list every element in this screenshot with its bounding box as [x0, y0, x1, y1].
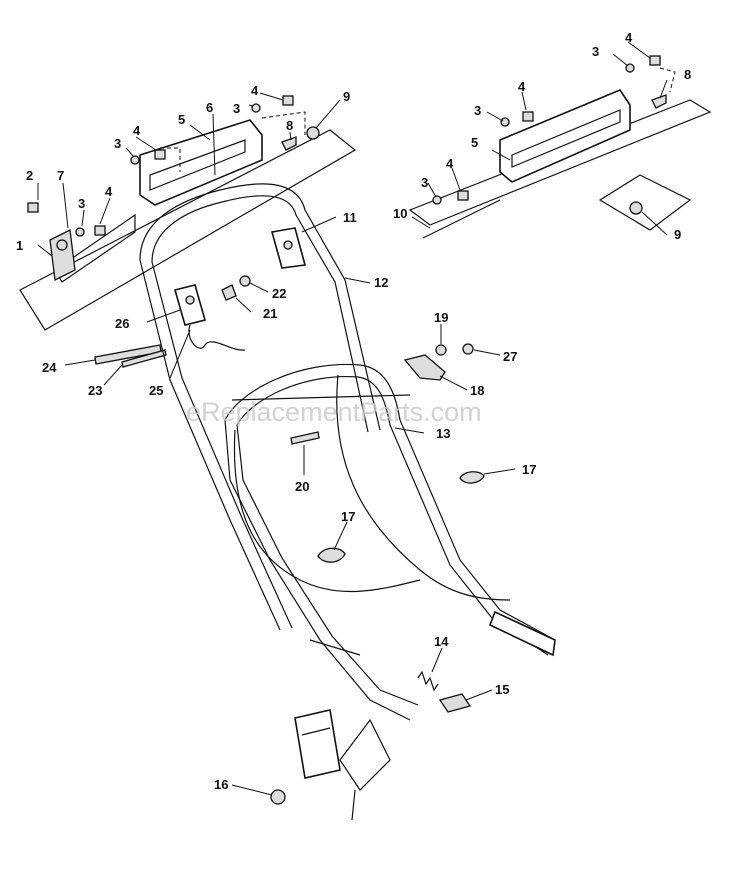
- clip-part-8b: [651, 94, 667, 109]
- callout-7: 7: [57, 168, 64, 183]
- callout-8b: 8: [684, 67, 691, 82]
- callout-6: 6: [206, 100, 213, 115]
- callout-2: 2: [26, 168, 33, 183]
- callout-4e: 4: [518, 79, 526, 94]
- callout-17b: 17: [341, 509, 355, 524]
- locknut-part-9b: [629, 201, 643, 215]
- spring-part-14: [417, 670, 439, 692]
- callout-10: 10: [393, 206, 407, 221]
- callout-4d: 4: [625, 30, 633, 45]
- callout-3e: 3: [474, 103, 481, 118]
- callout-5b: 5: [471, 135, 478, 150]
- upper-handle-part-12: [139, 183, 381, 631]
- bracket-part-16-assembly: [294, 709, 391, 821]
- callout-4a: 4: [105, 184, 113, 199]
- callout-20: 20: [295, 479, 309, 494]
- control-cable-2: [336, 374, 511, 601]
- callout-17a: 17: [522, 462, 536, 477]
- callout-12: 12: [374, 275, 388, 290]
- callout-9a: 9: [343, 89, 350, 104]
- callout-3f: 3: [421, 175, 428, 190]
- screw-part-3b: [130, 155, 140, 165]
- bracket-part-1: [49, 229, 76, 281]
- watermark: eReplacementParts.com: [186, 397, 482, 427]
- locknut-part-9a: [306, 126, 320, 140]
- callout-4c: 4: [251, 83, 259, 98]
- callout-9b: 9: [674, 227, 681, 242]
- rod-part-10: [422, 199, 501, 239]
- callout-3c: 3: [233, 101, 240, 116]
- callout-26: 26: [115, 316, 129, 331]
- callout-3b: 3: [114, 136, 121, 151]
- leader-lines: [37, 41, 668, 796]
- bolt-part-20: [290, 431, 320, 445]
- callout-23: 23: [88, 383, 102, 398]
- nut-part-4c: [282, 95, 294, 106]
- control-cable: [233, 429, 421, 593]
- clip-part-17b: [317, 547, 346, 563]
- screw-part-3a: [75, 227, 85, 237]
- washer-part-19: [435, 344, 447, 356]
- callout-1: 1: [16, 238, 23, 253]
- callout-4f: 4: [446, 156, 454, 171]
- nut-part-2: [27, 202, 39, 213]
- clip-part-17a: [459, 471, 485, 484]
- callout-14: 14: [434, 634, 449, 649]
- screw-part-3e: [500, 117, 510, 127]
- pin-part-15: [438, 693, 472, 713]
- callout-24: 24: [42, 360, 57, 375]
- callout-15: 15: [495, 682, 509, 697]
- nut-part-4b: [154, 149, 166, 160]
- right-control-panel: [408, 67, 712, 231]
- callout-13: 13: [436, 426, 450, 441]
- nut-part-4a: [94, 225, 106, 236]
- spring-part-21: [221, 284, 237, 301]
- left-control-panel: [19, 111, 357, 331]
- callout-4b: 4: [133, 123, 141, 138]
- screw-part-3f: [432, 195, 442, 205]
- control-box-part-26: [174, 284, 206, 326]
- callout-16: 16: [214, 777, 228, 792]
- control-box-part-11: [270, 227, 307, 269]
- spring-part-25: [188, 324, 246, 351]
- callout-21: 21: [263, 306, 277, 321]
- callout-19: 19: [434, 310, 448, 325]
- callout-22: 22: [272, 286, 286, 301]
- callout-3d: 3: [592, 44, 599, 59]
- screw-part-3c: [251, 103, 261, 113]
- nut-part-4f: [457, 190, 469, 201]
- lower-handle-part-13: [224, 363, 556, 721]
- callout-11: 11: [343, 210, 357, 225]
- callout-27: 27: [503, 349, 517, 364]
- washer-part-22: [239, 275, 251, 287]
- callout-3a: 3: [78, 196, 85, 211]
- callout-8a: 8: [286, 118, 293, 133]
- callout-labels: 1 2 7 3 4 3 4 5 6 3 4 9 8 11 12 22 21 26…: [16, 30, 691, 792]
- knob-part-18: [403, 354, 446, 381]
- bolt-part-23: [121, 349, 167, 368]
- callout-5a: 5: [178, 112, 185, 127]
- nut-part-27: [462, 343, 474, 355]
- callout-18: 18: [470, 383, 484, 398]
- nut-part-4e: [522, 111, 534, 122]
- callout-25: 25: [149, 383, 163, 398]
- nut-part-4d: [649, 55, 661, 66]
- nut-part-16: [270, 789, 286, 805]
